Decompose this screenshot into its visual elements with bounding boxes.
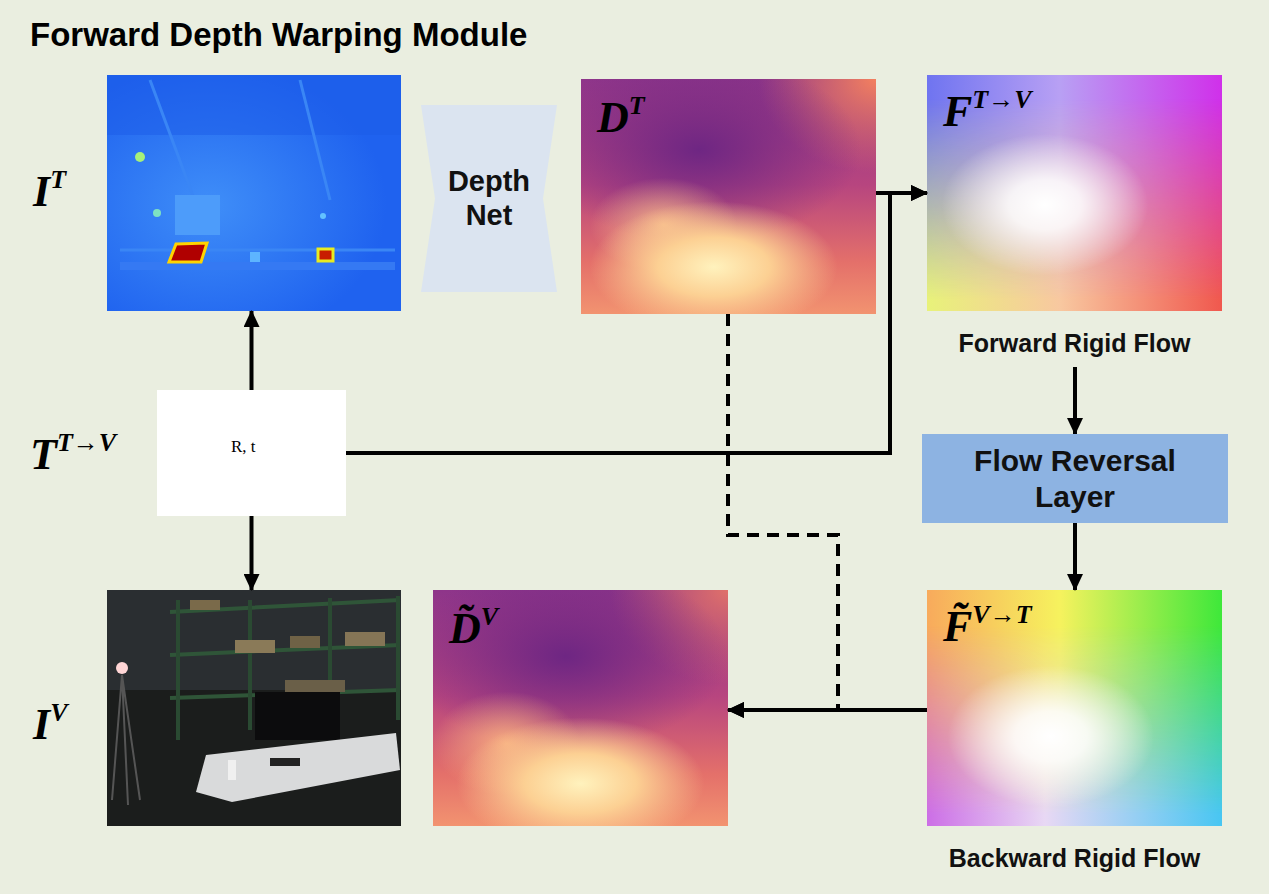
flow-arrow xyxy=(1073,523,1077,590)
panel-caption: Forward Rigid Flow xyxy=(927,329,1222,358)
rgb-photo xyxy=(107,590,401,826)
dashed-arrow xyxy=(728,314,838,710)
flow-arrow xyxy=(1073,367,1077,434)
image-panel: IV xyxy=(107,590,401,826)
symbol-superscript: V xyxy=(481,602,498,631)
image-symbol: IV xyxy=(33,700,67,747)
thermal-image xyxy=(107,75,401,311)
network-block: Depth Net xyxy=(421,105,557,292)
image-panel: IT xyxy=(107,75,401,311)
symbol-base: I xyxy=(33,167,50,216)
symbol-base: I xyxy=(33,700,50,749)
symbol-superscript: V→T xyxy=(972,600,1031,629)
symbol-superscript: T xyxy=(629,91,645,120)
depth-map-panel: DT xyxy=(581,79,876,314)
depth-map-panel: D̃V xyxy=(433,590,728,826)
symbol-base: F̃ xyxy=(943,602,972,651)
flow-panel: F̃V→T Backward Rigid Flow xyxy=(927,590,1222,876)
process-box: Flow Reversal Layer xyxy=(922,434,1228,523)
flow-arrow xyxy=(250,311,254,390)
image-symbol: FT→V xyxy=(943,87,1032,134)
diagram-title: Forward Depth Warping Module xyxy=(30,16,527,54)
pose-label: R, t xyxy=(231,438,256,455)
block-label: Depth Net xyxy=(439,164,539,234)
hourglass-shape xyxy=(421,105,557,292)
flow-panel: FT→V Forward Rigid Flow xyxy=(927,75,1222,361)
panel-caption: Backward Rigid Flow xyxy=(927,844,1222,873)
block-label: Flow Reversal Layer xyxy=(945,443,1205,515)
image-symbol: IT xyxy=(33,167,66,214)
hourglass-outline xyxy=(421,105,557,292)
symbol-base: D̃ xyxy=(449,604,481,653)
symbol-base: T xyxy=(30,430,57,479)
symbol-superscript: V xyxy=(50,698,67,727)
flow-arrow xyxy=(250,516,254,590)
image-symbol: DT xyxy=(597,93,645,140)
symbol-superscript: T→V xyxy=(972,85,1031,114)
image-symbol: D̃V xyxy=(449,604,498,651)
symbol-base: D xyxy=(597,93,629,142)
pose-box: TT→VR, t xyxy=(157,390,346,516)
symbol-superscript: T xyxy=(50,165,66,194)
pose-symbol: TT→V xyxy=(30,430,116,477)
symbol-base: F xyxy=(943,87,972,136)
symbol-superscript: T→V xyxy=(57,428,116,457)
image-symbol: F̃V→T xyxy=(943,602,1032,649)
